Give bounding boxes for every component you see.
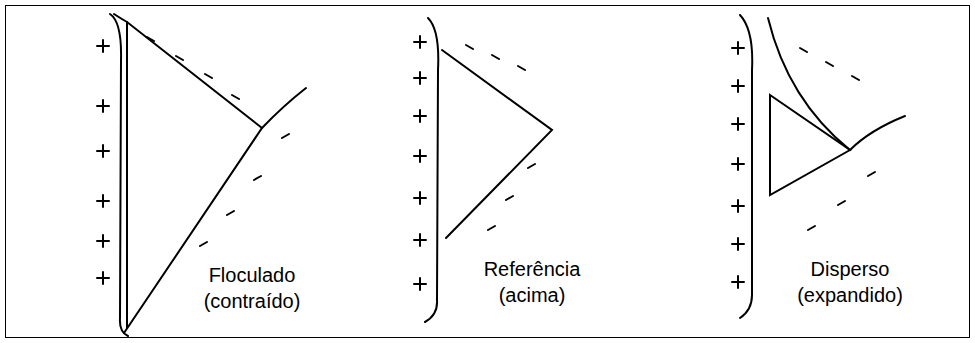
frame-border <box>6 6 970 338</box>
figure-caption: Referência (acima) <box>474 256 590 308</box>
figure-caption: Floculado (contraído) <box>188 262 316 314</box>
figure-caption: Disperso (expandido) <box>786 256 914 308</box>
